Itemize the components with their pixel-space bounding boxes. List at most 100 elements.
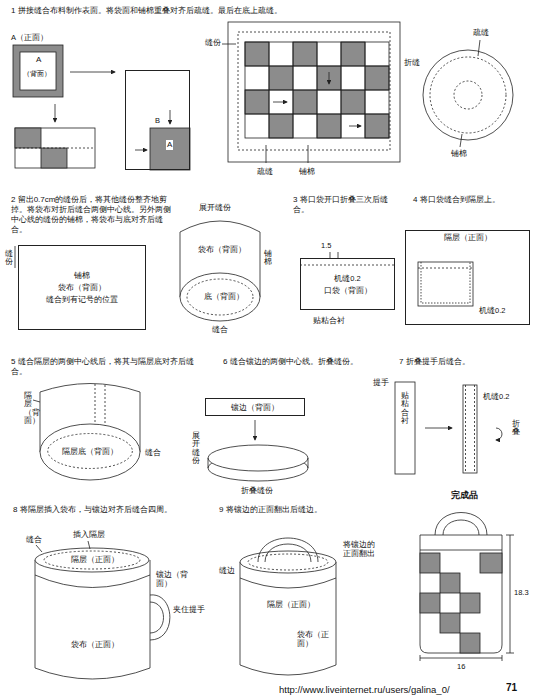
step-instruction: 2 留出0.7cm的缝份后，将其他缝份整齐地剪掉。将袋布对折后缝合两侧中心线。另… <box>10 195 177 235</box>
step-instruction: 6 缝合镶边的两侧中心线。折叠缝份。 <box>222 357 374 367</box>
illustration-stroke <box>208 445 308 471</box>
illustration-stroke <box>421 262 470 303</box>
illustration-stroke <box>460 633 480 653</box>
illustration-stroke <box>15 128 41 148</box>
part-label: 夹住提手 <box>172 605 208 614</box>
part-label: 提手 <box>372 378 390 387</box>
illustration-stroke <box>425 428 452 429</box>
illustration-stroke <box>170 110 171 124</box>
node-content: 隔层（正面） <box>406 231 529 324</box>
part-label: A <box>166 140 173 150</box>
dimension-label: 18.3 <box>513 588 530 597</box>
illustration-stroke <box>430 57 506 133</box>
step-instruction: 5 缝合隔层的两侧中心线后，将其与隔层底对齐后缝合。 <box>10 357 202 377</box>
part-name: 口袋（背面） <box>323 286 373 295</box>
part-label: 疏缝 <box>472 28 490 37</box>
illustration-stroke <box>228 22 400 162</box>
illustration-stroke <box>418 268 473 269</box>
step-instruction: 3 将口袋开口折叠三次后缝合。 <box>292 195 394 215</box>
part-name: 缝合到有记号的位置 <box>45 295 119 304</box>
node-content: 隔层底（背面） <box>46 432 134 470</box>
illustration-stroke <box>341 42 365 66</box>
illustration-stroke <box>395 382 415 474</box>
part-label: 折叠缝份 <box>240 486 274 495</box>
part-name: 隔层（正面） <box>443 233 493 242</box>
illustration-stroke <box>435 513 487 536</box>
part-label: 隔层（正面） <box>266 600 316 609</box>
part-name: 袋布（背面） <box>57 283 107 292</box>
illustration-stroke <box>35 575 150 588</box>
illustration-stroke <box>238 32 390 150</box>
part-label: 铺棉 <box>450 149 468 158</box>
part-label: 铺棉 <box>264 250 272 267</box>
illustration-stroke <box>265 544 311 562</box>
part-label: A（正面） <box>10 33 49 42</box>
illustration-stroke <box>245 90 269 114</box>
illustration-stroke <box>240 551 336 573</box>
illustration-stroke <box>308 145 309 163</box>
illustration-stroke <box>420 535 502 653</box>
part-label: 将镶边的正面翻出 <box>342 540 378 559</box>
part-box: 铺棉袋布（背面）缝合到有记号的位置 <box>18 245 146 330</box>
illustration-stroke <box>329 72 330 84</box>
illustration-stroke <box>40 384 140 393</box>
dimension-label: 1.5 <box>320 241 332 250</box>
part-label: （背面） <box>22 70 52 79</box>
illustration-stroke <box>463 385 477 473</box>
illustration-stroke <box>466 385 475 473</box>
part-name: 机缝0.2 <box>333 274 361 283</box>
step-instruction: 1 拼接缝合布料制作表面。将袋面和铺棉重叠对齐后疏缝。最后在底上疏缝。 <box>10 6 432 16</box>
part-label: 隔层（正面） <box>70 555 120 564</box>
part-label: 贴粘合衬 <box>401 392 409 425</box>
part-name: 隔层底（背面） <box>61 447 119 456</box>
illustration-stroke <box>150 128 190 170</box>
part-label: 展开缝份 <box>192 432 200 465</box>
part-label: 折缝 <box>403 58 421 67</box>
illustration-stroke <box>88 541 90 549</box>
part-label: 隔层（背面） <box>24 392 32 425</box>
section-heading: 完成品 <box>450 490 479 501</box>
part-box: 隔层（正面） <box>405 230 530 325</box>
illustration-stroke <box>245 42 389 138</box>
illustration-stroke <box>35 548 149 572</box>
step-instruction: 4 将口袋缝合到隔层上。 <box>412 195 529 205</box>
dimension-label: 16 <box>456 662 466 671</box>
illustration-stroke <box>273 102 287 103</box>
illustration-stroke <box>35 560 150 679</box>
illustration-stroke <box>420 553 440 573</box>
part-name: B <box>154 116 161 125</box>
illustration-stroke <box>36 545 42 552</box>
part-label: A <box>35 55 42 65</box>
ellipse-node: 隔层底（背面） <box>46 432 134 470</box>
illustration-stroke <box>180 221 260 232</box>
illustration-stroke <box>208 458 308 468</box>
illustration-stroke <box>423 50 513 140</box>
illustration-stroke <box>15 148 95 149</box>
illustration-stroke <box>300 265 395 266</box>
illustration-stroke <box>245 42 269 66</box>
illustration-stroke <box>15 246 16 268</box>
node-content: 机缝0.2 口袋（背面） <box>301 259 394 309</box>
part-label: 疏缝 <box>256 167 274 176</box>
illustration-stroke <box>13 45 63 97</box>
illustration-stroke <box>293 90 317 114</box>
illustration-stroke <box>44 551 140 569</box>
part-label: 缝合 <box>25 535 43 544</box>
illustration-stroke <box>460 134 462 147</box>
illustration-stroke <box>269 66 293 90</box>
illustration-stroke <box>255 420 256 440</box>
part-label: 袋布（正面） <box>70 640 120 649</box>
illustration-stroke <box>440 613 460 633</box>
part-label: 折叠 <box>512 420 520 437</box>
illustration-stroke <box>478 40 480 56</box>
illustration-stroke <box>317 114 341 138</box>
part-label: 贴粘合衬 <box>312 316 346 325</box>
illustration-stroke <box>349 126 361 127</box>
illustration-stroke <box>248 554 328 570</box>
illustration-stroke <box>365 114 389 138</box>
illustration-stroke <box>258 538 318 562</box>
illustration-stroke <box>95 384 105 428</box>
illustration-stroke <box>180 273 260 321</box>
